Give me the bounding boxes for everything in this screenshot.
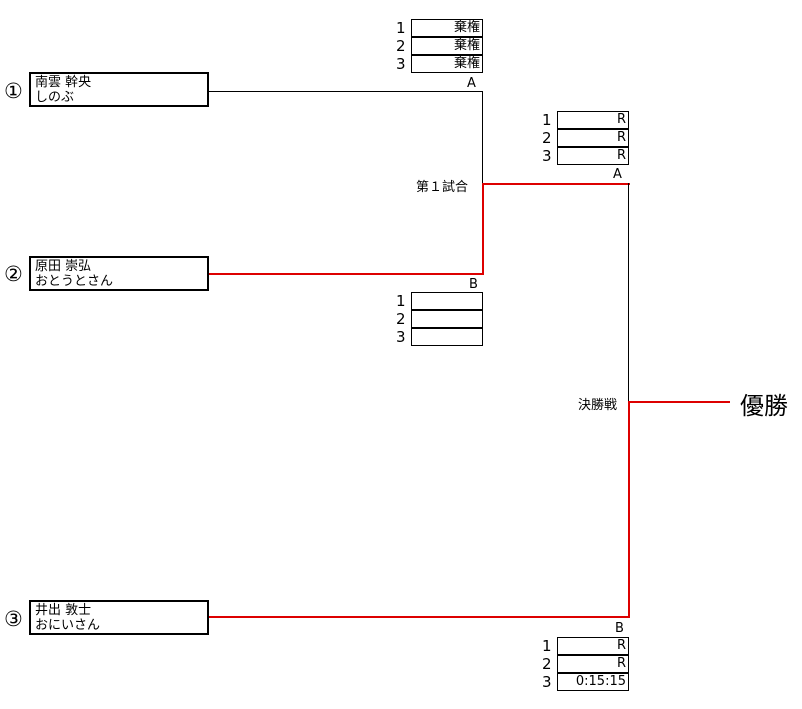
final-a-set-3: 3 R <box>542 147 632 165</box>
set-score: R <box>557 637 629 655</box>
set-number: 1 <box>542 637 552 655</box>
final-b-set-2: 2 R <box>542 655 632 673</box>
set-number: 1 <box>396 19 406 37</box>
final-a-set-2: 2 R <box>542 129 632 147</box>
set-score: R <box>557 147 629 165</box>
final-side-a-label: A <box>613 167 622 182</box>
bracket-line-champion <box>628 401 730 403</box>
set-number: 2 <box>396 37 406 55</box>
set-number: 3 <box>396 328 406 346</box>
final-a-set-1: 1 R <box>542 111 632 129</box>
player-name: 南雲 幹央 <box>35 75 92 90</box>
player-box-2: 原田 崇弘 おとうとさん <box>29 256 209 291</box>
set-score: 棄権 <box>411 37 483 55</box>
bracket-line-match1-lower-winner <box>482 183 484 275</box>
bracket-line-p3-winner <box>209 616 630 618</box>
match1-a-set-3: 3 棄権 <box>396 55 486 73</box>
set-score: R <box>557 111 629 129</box>
final-b-set-1: 1 R <box>542 637 632 655</box>
seed-3: ③ <box>4 607 23 631</box>
player-name: 原田 崇弘 <box>35 259 92 274</box>
bracket-line-p1 <box>209 91 483 92</box>
bracket-line-final-lower-winner <box>628 401 630 618</box>
set-number: 2 <box>542 655 552 673</box>
match1-b-set-1: 1 <box>396 292 486 310</box>
set-score: 棄権 <box>411 55 483 73</box>
set-score <box>411 292 483 310</box>
set-score <box>411 310 483 328</box>
player-nickname: しのぶ <box>35 90 75 105</box>
set-score: 棄権 <box>411 19 483 37</box>
set-score <box>411 328 483 346</box>
player-name: 井出 敦士 <box>35 603 92 618</box>
set-score: R <box>557 655 629 673</box>
player-nickname: おとうとさん <box>35 274 114 289</box>
bracket-line-match1-out <box>482 183 630 185</box>
seed-2: ② <box>4 262 23 286</box>
match1-b-set-2: 2 <box>396 310 486 328</box>
bracket-line-match1-upper <box>482 91 483 183</box>
bracket-line-final-upper <box>628 183 629 402</box>
final-b-set-3: 3 0:15:15 <box>542 673 632 691</box>
match1-label: 第１試合 <box>416 180 469 195</box>
champion-label: 優勝 <box>740 392 788 420</box>
set-number: 3 <box>542 673 552 691</box>
final-label: 決勝戦 <box>578 398 618 413</box>
match1-b-set-3: 3 <box>396 328 486 346</box>
set-score: 0:15:15 <box>557 673 629 691</box>
match1-a-set-1: 1 棄権 <box>396 19 486 37</box>
match1-side-b-label: B <box>469 277 478 292</box>
set-number: 2 <box>396 310 406 328</box>
set-score: R <box>557 129 629 147</box>
player-box-3: 井出 敦士 おにいさん <box>29 600 209 635</box>
set-number: 1 <box>542 111 552 129</box>
set-number: 3 <box>542 147 552 165</box>
set-number: 3 <box>396 55 406 73</box>
seed-1: ① <box>4 79 23 103</box>
set-number: 1 <box>396 292 406 310</box>
match1-a-set-2: 2 棄権 <box>396 37 486 55</box>
player-box-1: 南雲 幹央 しのぶ <box>29 72 209 107</box>
match1-side-a-label: A <box>467 76 476 91</box>
player-nickname: おにいさん <box>35 618 101 633</box>
final-side-b-label: B <box>615 621 624 636</box>
set-number: 2 <box>542 129 552 147</box>
bracket-line-p2-winner <box>209 273 483 275</box>
